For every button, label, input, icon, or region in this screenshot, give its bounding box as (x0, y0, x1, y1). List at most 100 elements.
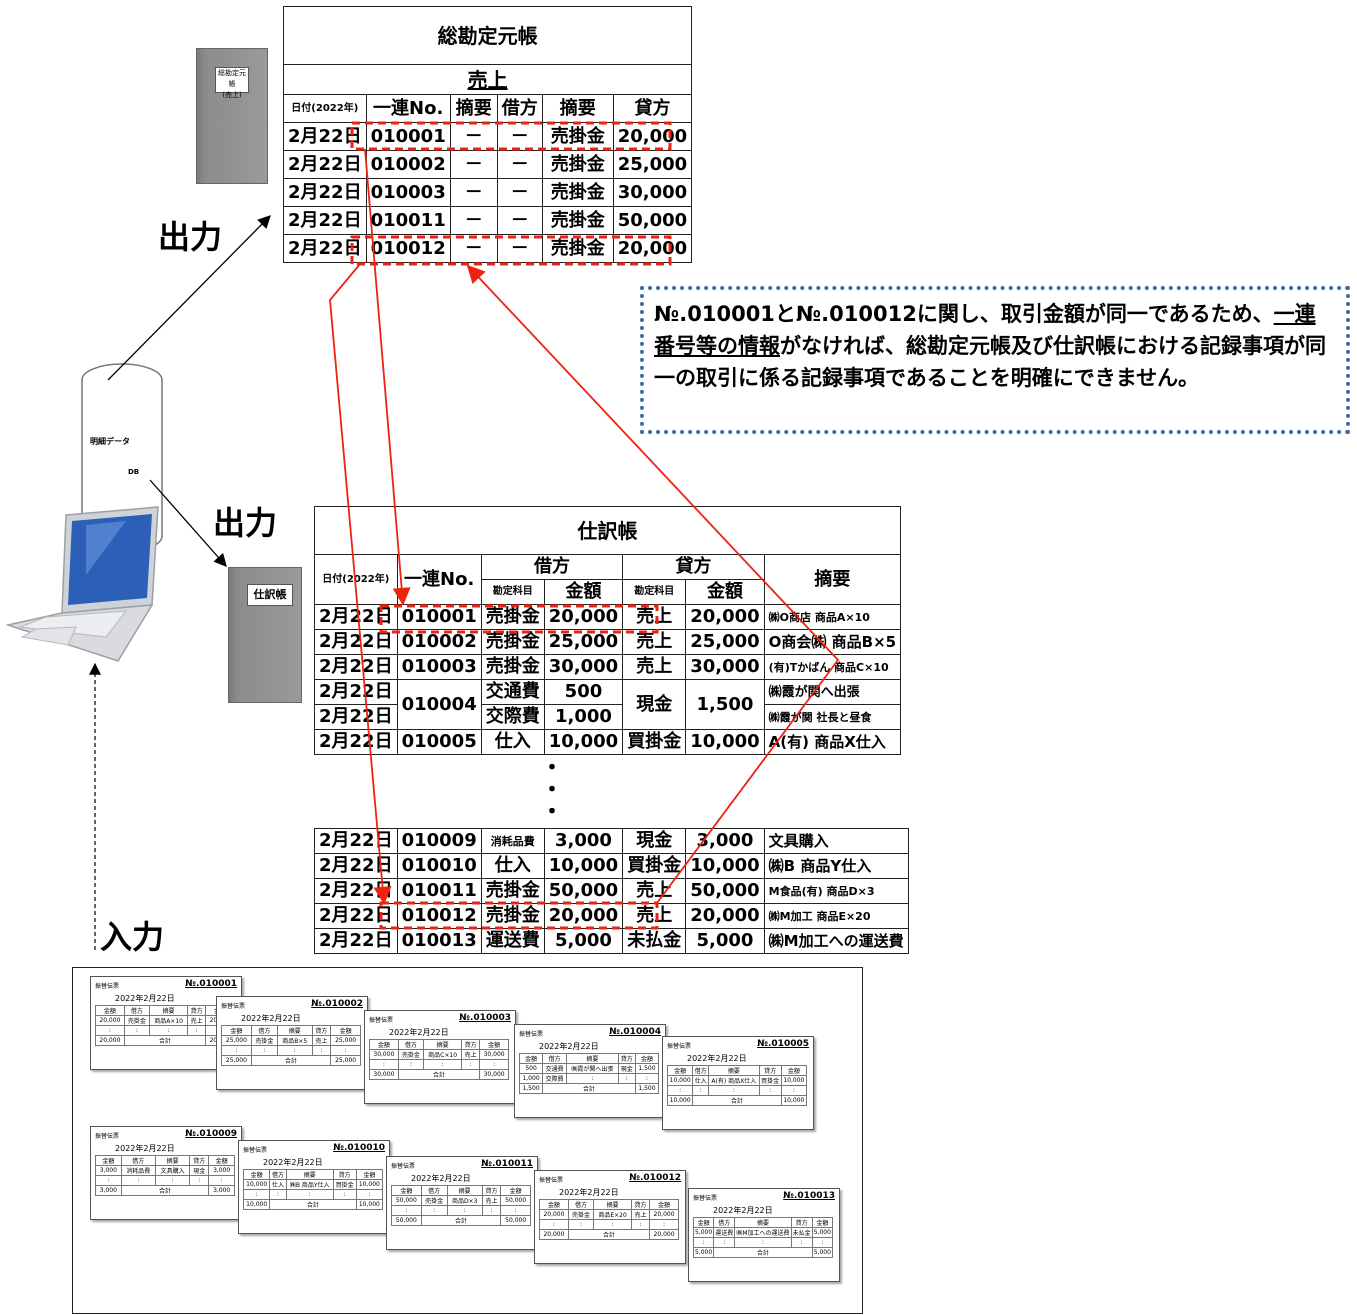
voucher-cell: : (242, 1189, 271, 1200)
ledger-cell-no: 010002 (365, 150, 451, 179)
journal-header-debit: 借方 (480, 554, 624, 580)
ledger-header-debit: 借方 (496, 94, 543, 123)
journal-cell-memo: ㈱霞が関へ出張 (763, 679, 902, 705)
voucher-col-header: 金額 (221, 1025, 252, 1036)
journal-cell-debit-account: 売掛金 (480, 604, 545, 630)
journal-cell-debit-account: 仕入 (480, 853, 545, 879)
voucher-total-label: 合計 (120, 1185, 210, 1196)
ledger-cell-memo1: － (449, 178, 498, 207)
voucher-total-amount: 5,000 (692, 1247, 715, 1258)
voucher-total-amount: 10,000 (666, 1095, 694, 1106)
voucher-cell: 商品B×5 (276, 1035, 313, 1046)
journal-cell-memo: 文具購入 (763, 828, 909, 854)
voucher-header: 振替伝票 (95, 983, 120, 990)
voucher-header-row: 金額借方摘要貸方金額 (369, 1039, 509, 1050)
journal-cell-date: 2月22日 (314, 878, 398, 904)
voucher-cell: : (500, 1205, 531, 1216)
journal-cell-no: 010002 (396, 629, 482, 655)
voucher-cell: : (332, 1189, 357, 1200)
journal-cell-debit-amount: 20,000 (543, 604, 624, 630)
input-label: 入力 (100, 918, 165, 956)
journal-cell-no: 010013 (396, 928, 482, 954)
voucher-cell: : (758, 1085, 782, 1096)
journal-cell-memo: ㈱霞が関 社長と昼食 (763, 704, 902, 730)
voucher-col-header: 借方 (542, 1053, 568, 1064)
journal-cell-memo: O商会㈱ 商品B×5 (763, 629, 902, 655)
voucher-col-header: 金額 (634, 1053, 660, 1064)
journal-cell-debit-amount: 50,000 (543, 878, 624, 904)
journal-cell-no: 010010 (396, 853, 482, 879)
vouchers-frame (72, 967, 863, 1314)
journal-cell-date: 2月22日 (314, 629, 398, 655)
voucher-col-header: 摘要 (734, 1217, 792, 1228)
ledger-header-memo1: 摘要 (449, 94, 498, 123)
voucher-col-header: 金額 (518, 1053, 544, 1064)
voucher-date: 2022年2月22日 (115, 994, 175, 1003)
voucher-col-header: 摘要 (149, 1005, 189, 1016)
voucher-col-header: 摘要 (276, 1025, 313, 1036)
voucher-cell: 運送費 (713, 1227, 736, 1238)
journal-cell-credit-amount: 1,500 (685, 679, 765, 730)
voucher-cell: : (811, 1237, 834, 1248)
voucher-col-header: 貸方 (758, 1065, 782, 1076)
voucher-cell: : (95, 1175, 122, 1186)
voucher-total-label: 合計 (542, 1083, 636, 1094)
voucher-number: №.010013 (783, 1191, 835, 1201)
voucher-cell: ㈱霞が関へ出張 (566, 1063, 619, 1074)
voucher-cell: : (708, 1085, 760, 1096)
journal-cell-date: 2月22日 (314, 704, 398, 730)
voucher-cell: 10,000 (780, 1075, 808, 1086)
journal-row: 2月22日 010005 仕入 10,000 買掛金 10,000 A(有) 商… (314, 729, 902, 755)
laptop-icon (6, 506, 159, 662)
voucher-total-label: 合計 (567, 1229, 651, 1240)
voucher-col-header: 金額 (692, 1217, 715, 1228)
voucher-cell: : (539, 1219, 569, 1230)
voucher-row: ::::: (221, 1045, 361, 1056)
voucher-total-label: 合計 (123, 1035, 207, 1046)
voucher-cell: 商品A×10 (149, 1015, 189, 1026)
voucher-cell: 50,000 (500, 1195, 531, 1206)
voucher-header-row: 金額借方摘要貸方金額 (242, 1169, 384, 1180)
journal-cell-credit-account: 売上 (622, 654, 687, 680)
voucher-total-label: 合計 (397, 1069, 481, 1080)
voucher-col-header: 金額 (242, 1169, 271, 1180)
journal-cell-debit-account: 売掛金 (480, 629, 545, 655)
voucher-cell: : (734, 1237, 792, 1248)
journal-cell-debit-amount: 25,000 (543, 629, 624, 655)
journal-cell-debit-amount: 1,000 (543, 704, 624, 730)
voucher-cell: 10,000 (355, 1179, 384, 1190)
journal-cell-memo: A(有) 商品X仕入 (763, 729, 902, 755)
voucher-cell: 売上 (311, 1035, 332, 1046)
voucher-cell: 5,000 (811, 1227, 834, 1238)
journal-cell-debit-amount: 3,000 (543, 828, 624, 854)
voucher-cell: 20,000 (95, 1015, 125, 1026)
voucher-cell: 売上 (631, 1209, 651, 1220)
voucher-cell: 交通費 (542, 1063, 568, 1074)
voucher-col-header: 摘要 (593, 1199, 633, 1210)
journal-cell-credit-amount: 5,000 (685, 928, 765, 954)
voucher-cell: : (285, 1189, 334, 1200)
ledger-cell-no: 010001 (365, 122, 451, 151)
voucher-col-header: 金額 (649, 1199, 679, 1210)
journal-cell-no: 010004 (396, 679, 482, 730)
voucher-col-header: 金額 (666, 1065, 694, 1076)
journal-cell-debit-account: 交際費 (480, 704, 545, 730)
voucher-cell: : (369, 1059, 399, 1070)
voucher-cell: : (269, 1189, 287, 1200)
voucher-date: 2022年2月22日 (713, 1206, 773, 1215)
voucher-total-amount: 3,000 (95, 1185, 122, 1196)
voucher-col-header: 借方 (123, 1005, 151, 1016)
voucher-cell: 未払金 (790, 1227, 813, 1238)
